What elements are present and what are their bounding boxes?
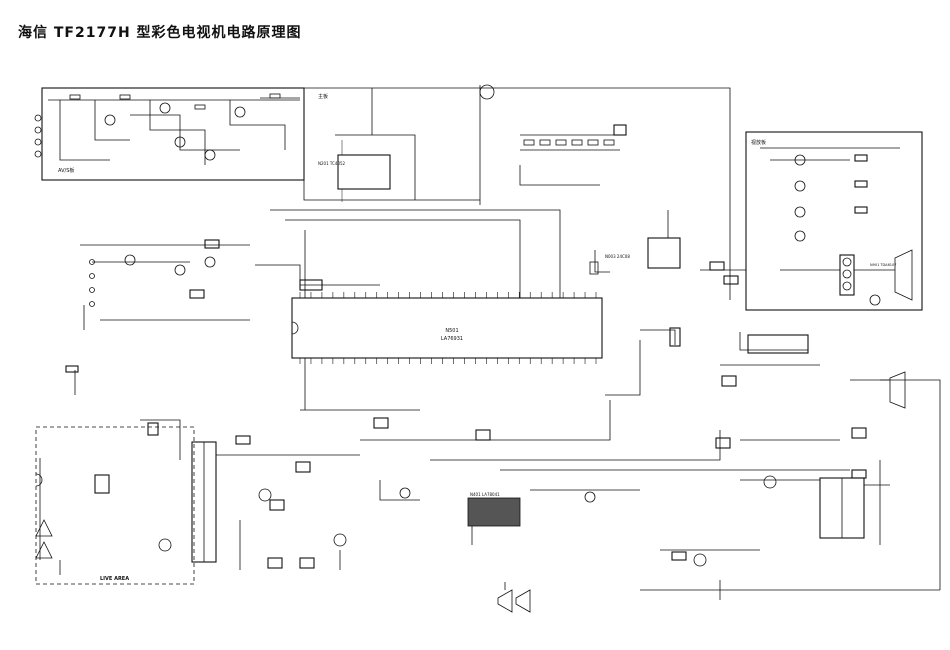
tuner-connector [479,84,495,100]
video-input-section [80,239,250,330]
flyback-transformer [740,460,890,545]
main-ic-ref: N501 [445,328,458,334]
av-board-label: AV/S板 [58,167,74,174]
av-board: AV/S板 [34,87,305,181]
power-section: LIVE AREA [35,419,195,585]
regulator-section [660,549,760,600]
main-board-label: 主板 [318,93,328,100]
crt-board-label: 视放板 [751,139,766,146]
svg-text:N201 TC4052: N201 TC4052 [318,161,346,166]
vertical-ic: N401 LA78041 [339,480,640,570]
live-area-label: LIVE AREA [100,576,129,582]
diagram-title: 海信 TF2177H 型彩色电视机电路原理图 [18,25,302,41]
speakers [497,582,531,613]
av-switch-ic: N201 TC4052 [318,140,391,202]
memory-ic: N003 24C08 [605,210,681,269]
svg-text:N401 LA78041: N401 LA78041 [470,492,500,497]
main-ic-pins [299,292,597,364]
if-filter [640,327,681,347]
svg-text:N901 TDA6107: N901 TDA6107 [870,263,896,267]
horizontal-section [715,332,906,449]
key-switch-row [519,124,627,186]
svg-text:N003 24C08: N003 24C08 [605,254,630,259]
main-ic-part: LA76931 [441,336,463,342]
main-ic: N501 LA76931 [291,292,603,364]
crt-board: 视放板 N901 TDA6107 [745,131,923,311]
power-transformer [191,435,360,570]
av-input-connectors [34,114,42,158]
